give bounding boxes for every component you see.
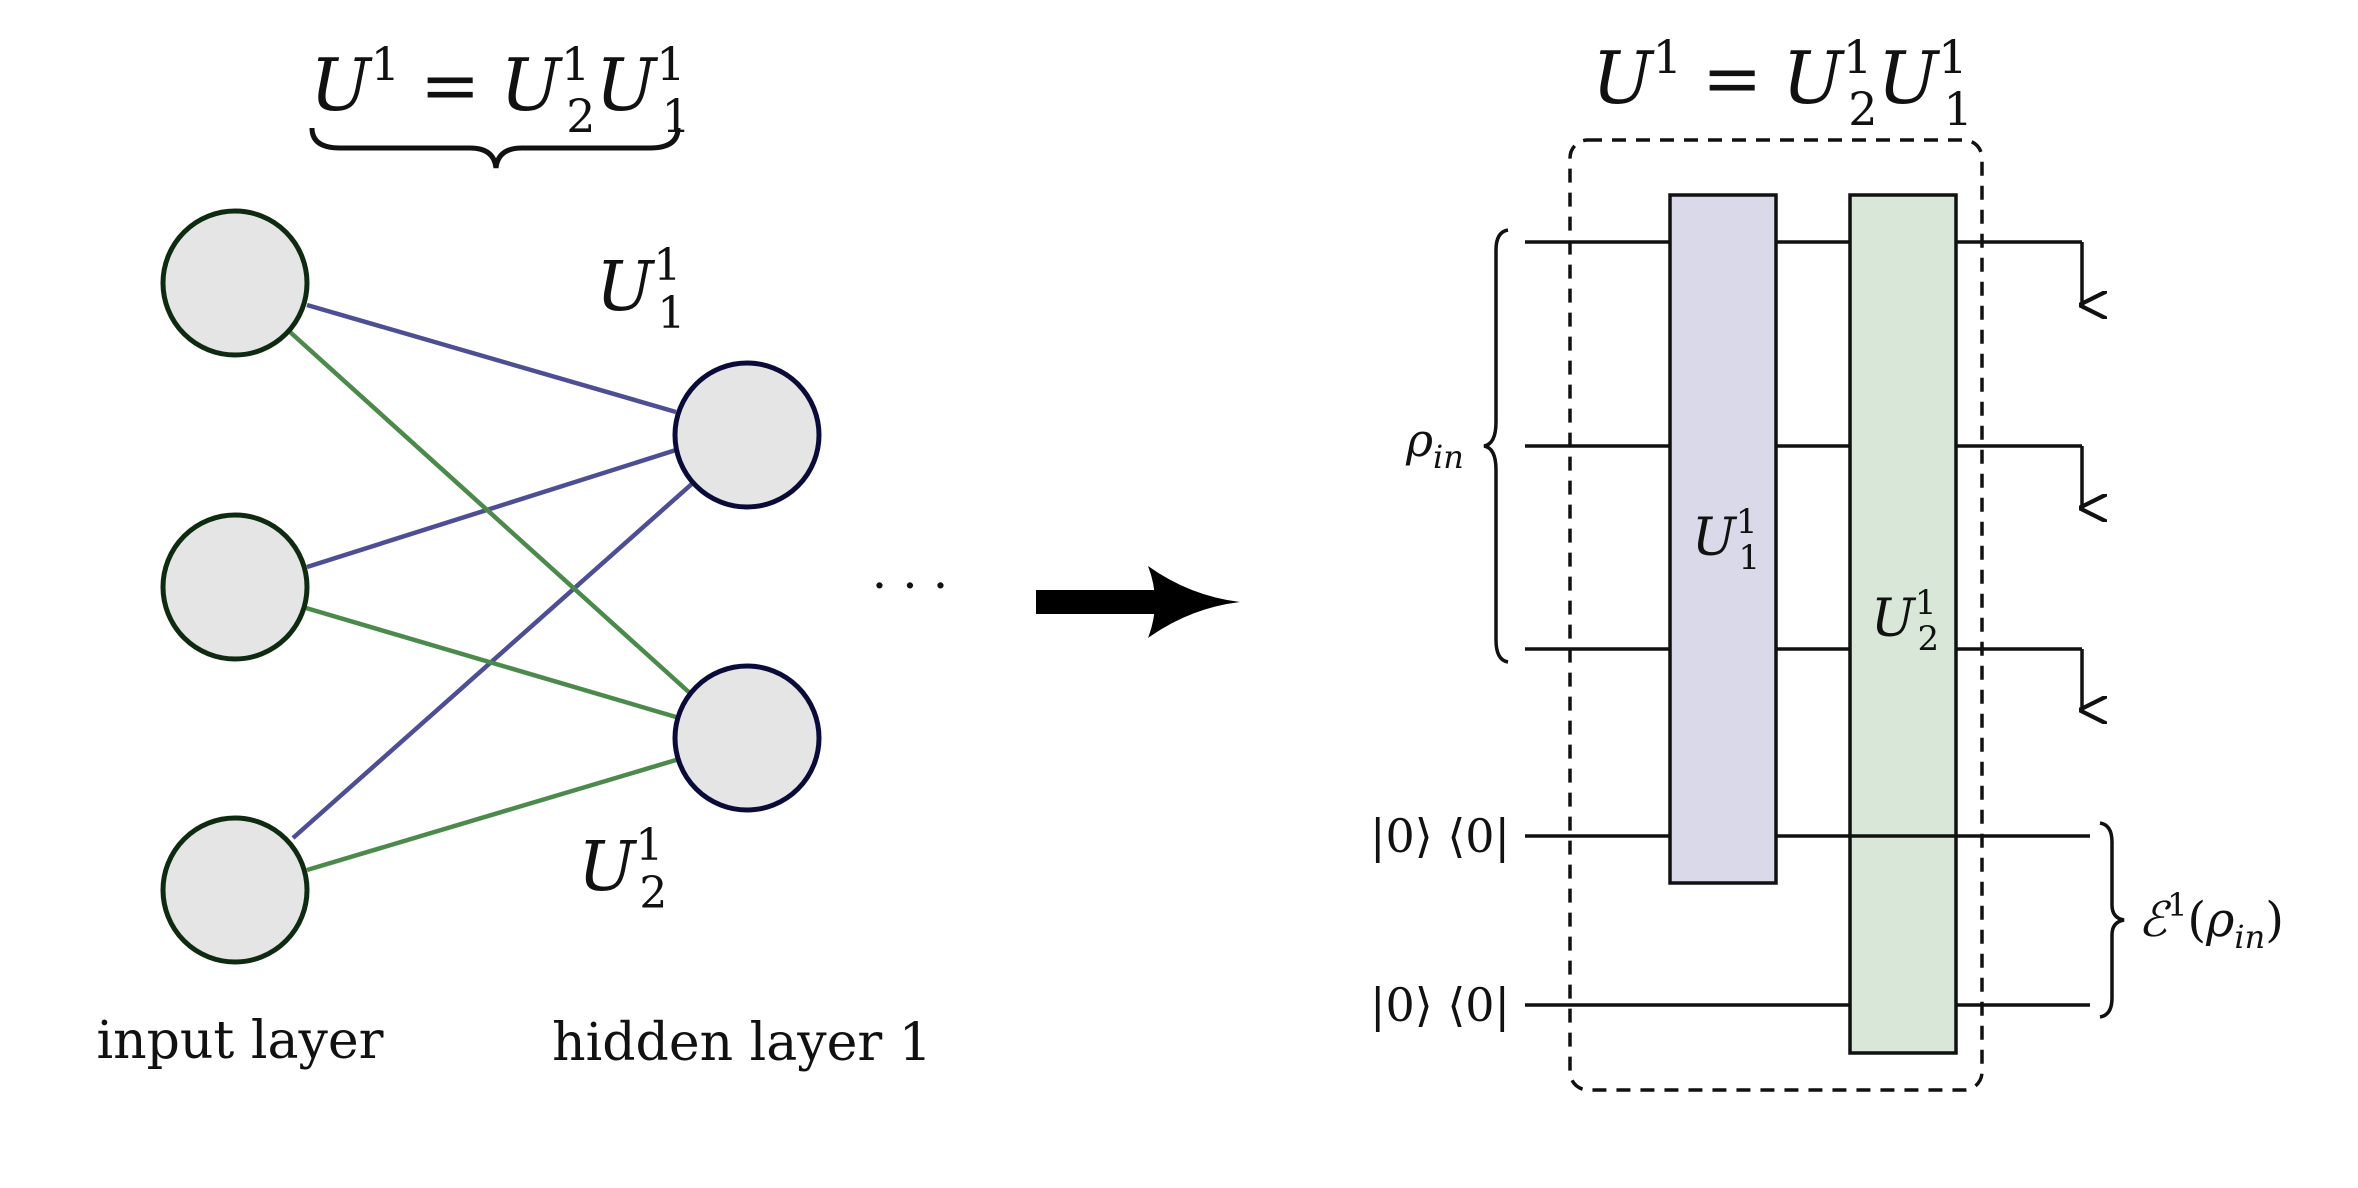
ellipsis: · · · <box>872 558 948 614</box>
ancilla-label-1: |0⟩ ⟨0| <box>1370 809 1510 863</box>
input-layer <box>160 208 310 965</box>
edge-in2-h1 <box>306 447 677 570</box>
hidden-node-2 <box>672 663 822 813</box>
edge-in1-h2 <box>288 330 694 697</box>
u1-edges <box>291 302 696 840</box>
hidden-node-1 <box>672 360 822 510</box>
rho-in-label: ρin <box>1405 413 1464 476</box>
ancilla-label-2: |0⟩ ⟨0| <box>1370 978 1510 1032</box>
input-node-1 <box>160 208 310 358</box>
gate-u2-box <box>1848 193 1958 1055</box>
edge-in3-h2 <box>306 757 677 873</box>
edge-in2-h2 <box>305 605 677 720</box>
formula-underbrace <box>309 127 681 169</box>
rho-in-brace <box>1483 228 1509 664</box>
input-node-3 <box>160 815 310 965</box>
hidden-layer-label: hidden layer 1 <box>552 1013 932 1073</box>
transform-arrow <box>1036 566 1240 638</box>
input-layer-label: input layer <box>97 1011 384 1071</box>
edge-in3-h1 <box>291 480 696 840</box>
circuit-wires <box>1525 240 2090 1007</box>
gate-u1-box <box>1668 193 1778 885</box>
output-channel-label: ℰ1(ρin) <box>2138 886 2284 956</box>
u2-edges <box>288 330 694 873</box>
output-brace <box>2099 821 2125 1019</box>
hidden-layer <box>672 360 822 813</box>
input-node-2 <box>160 512 310 662</box>
edge-in1-h1 <box>306 302 677 415</box>
